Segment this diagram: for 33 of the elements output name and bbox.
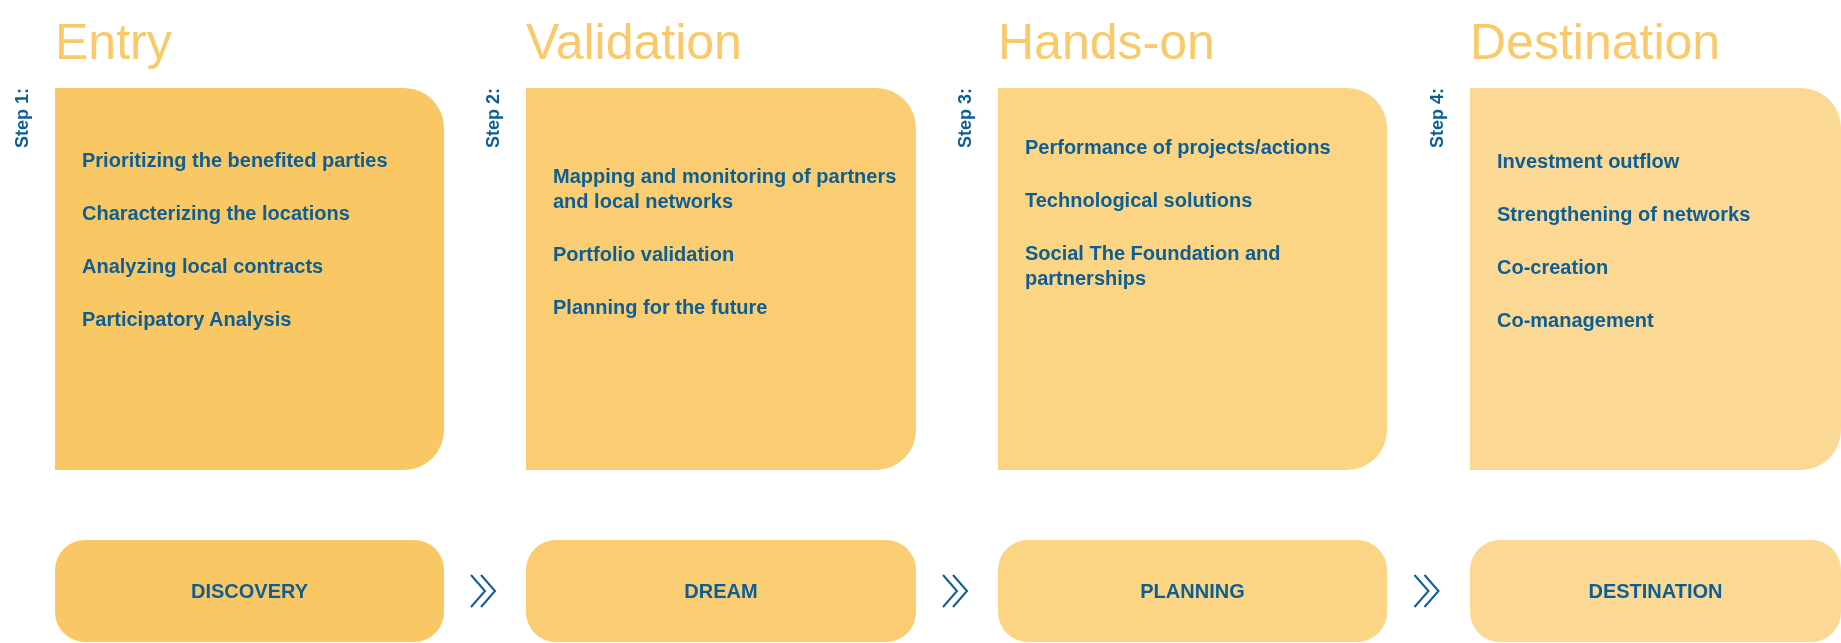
phase-label: DREAM — [684, 579, 758, 604]
activity-text: Investment outflow — [1497, 149, 1681, 174]
stage-title: Entry — [55, 14, 172, 70]
phase-label: PLANNING — [1140, 579, 1245, 604]
stage-title: Validation — [526, 14, 742, 70]
phase-pill — [526, 540, 916, 642]
activity-text: Prioritizing the benefited parties — [82, 148, 389, 173]
activity-text: Strengthening of networks — [1497, 202, 1752, 227]
activity-text: Portfolio validation — [553, 242, 736, 267]
activity-text: Co-creation — [1497, 255, 1610, 280]
step-label: Step 1: — [11, 88, 33, 148]
activity-text: Technological solutions — [1025, 188, 1254, 213]
chevron-arrow — [942, 574, 969, 608]
step-label: Step 2: — [482, 88, 504, 148]
activity-text: Social The Foundation and partnerships — [1025, 241, 1282, 291]
step-label: Step 4: — [1426, 88, 1448, 148]
activity-text: Participatory Analysis — [82, 307, 293, 332]
stage-title: Destination — [1470, 14, 1721, 70]
activity-text: Characterizing the locations — [82, 201, 351, 226]
activity-text: Planning for the future — [553, 295, 769, 320]
activity-text: Co-management — [1497, 308, 1655, 333]
chevron-arrow — [1413, 574, 1440, 608]
phase-pill — [1470, 540, 1841, 642]
phase-label: DISCOVERY — [190, 579, 309, 604]
chevron-arrow — [470, 574, 497, 608]
phase-label: DESTINATION — [1588, 579, 1723, 604]
phase-pill — [998, 540, 1387, 642]
step-label: Step 3: — [954, 88, 976, 148]
stage-title: Hands-on — [998, 14, 1215, 70]
activity-text: Mapping and monitoring of partners and local networks — [553, 164, 898, 214]
activity-text: Performance of projects/actions — [1025, 135, 1332, 160]
phase-pill — [55, 540, 444, 642]
activity-text: Analyzing local contracts — [82, 254, 325, 279]
